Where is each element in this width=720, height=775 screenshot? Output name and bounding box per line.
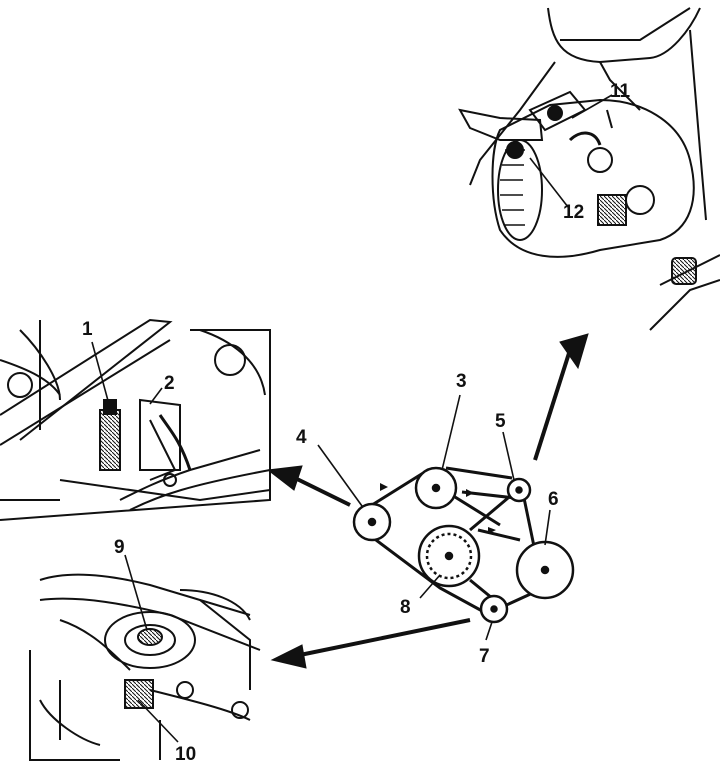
crank-detail [29,573,261,761]
callout-1: 1 [82,319,93,340]
callout-2: 2 [164,373,175,394]
tensioner-detail [0,318,271,521]
callout-9: 9 [114,537,125,558]
pulleys [352,466,575,624]
callout-3: 3 [456,371,467,392]
callout-12: 12 [563,202,585,223]
callout-5: 5 [495,411,506,432]
pointer-arrows [266,333,589,669]
alternator-detail [458,7,720,331]
callout-6: 6 [548,489,559,510]
callout-11: 11 [610,81,631,102]
callout-8: 8 [400,597,411,618]
belt-direction-arrows [380,483,496,534]
belt-routing [371,466,549,614]
callout-7: 7 [479,646,490,667]
callout-10: 10 [175,744,197,765]
callout-4: 4 [296,427,307,448]
leader-lines [91,94,613,743]
